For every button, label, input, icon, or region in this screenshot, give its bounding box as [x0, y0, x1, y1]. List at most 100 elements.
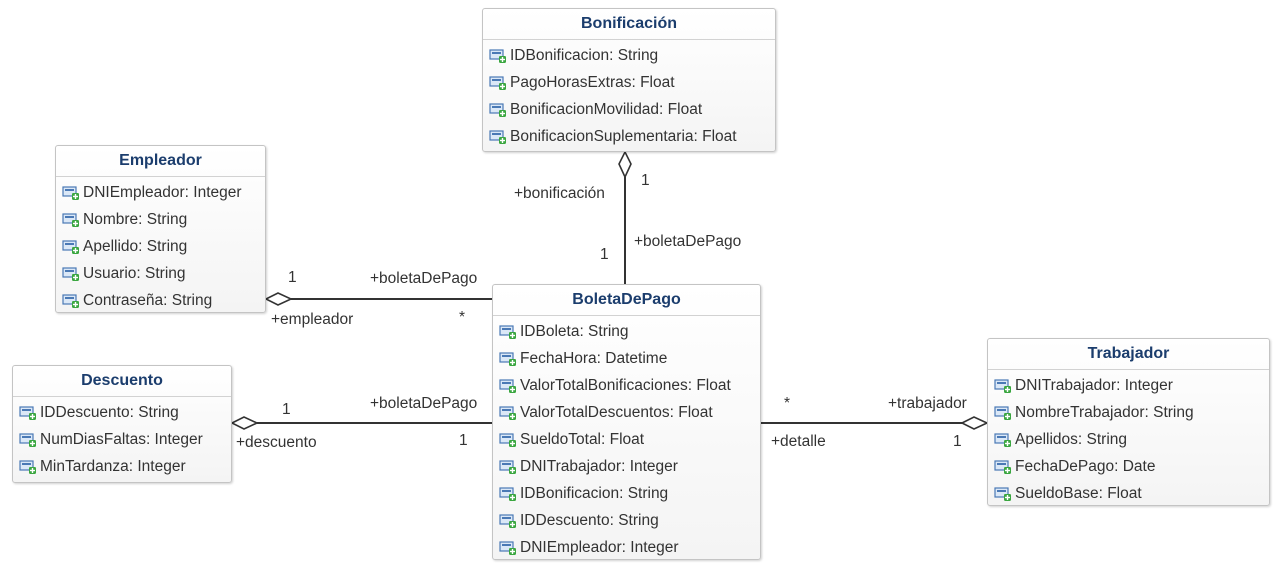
public-attribute-icon [499, 405, 516, 420]
aggregation-diamond [230, 416, 259, 430]
public-attribute-icon [62, 212, 79, 227]
public-attribute-icon [994, 432, 1011, 447]
attribute-row[interactable]: IDDescuento: String [493, 507, 760, 534]
attribute-row[interactable]: Usuario: String [56, 260, 265, 287]
multiplicity-boleta-from-bonificacion: 1 [600, 246, 609, 263]
public-attribute-icon [499, 351, 516, 366]
attribute-row[interactable]: SueldoBase: Float [988, 480, 1269, 507]
attribute-row[interactable]: FechaHora: Datetime [493, 345, 760, 372]
attribute-row[interactable]: IDDescuento: String [13, 399, 231, 426]
attribute-text: Apellido: String [83, 238, 188, 255]
public-attribute-icon [499, 378, 516, 393]
attribute-row[interactable]: PagoHorasExtras: Float [483, 69, 775, 96]
attribute-text: FechaHora: Datetime [520, 350, 668, 367]
aggregation-diamond [264, 292, 293, 306]
attribute-text: FechaDePago: Date [1015, 458, 1156, 475]
attribute-text: Contraseña: String [83, 292, 213, 309]
attribute-row[interactable]: FechaDePago: Date [988, 453, 1269, 480]
public-attribute-icon [489, 48, 506, 63]
attribute-text: Usuario: String [83, 265, 186, 282]
public-attribute-icon [19, 459, 36, 474]
multiplicity-trabajador: 1 [953, 433, 962, 450]
attribute-text: BonificacionSuplementaria: Float [510, 128, 737, 145]
class-title: Trabajador [988, 339, 1269, 370]
attribute-row[interactable]: DNIEmpleador: Integer [493, 534, 760, 561]
role-empleador: +empleador [271, 311, 354, 328]
public-attribute-icon [19, 432, 36, 447]
attribute-text: BonificacionMovilidad: Float [510, 101, 703, 118]
attribute-text: MinTardanza: Integer [40, 458, 186, 475]
attribute-row[interactable]: Contraseña: String [56, 287, 265, 314]
attribute-row[interactable]: DNITrabajador: Integer [493, 453, 760, 480]
attribute-row[interactable]: Nombre: String [56, 206, 265, 233]
attribute-row[interactable]: BonificacionSuplementaria: Float [483, 123, 775, 150]
public-attribute-icon [499, 324, 516, 339]
attribute-row[interactable]: NombreTrabajador: String [988, 399, 1269, 426]
public-attribute-icon [499, 513, 516, 528]
attribute-row[interactable]: Apellidos: String [988, 426, 1269, 453]
public-attribute-icon [62, 266, 79, 281]
public-attribute-icon [62, 185, 79, 200]
multiplicity-bonificacion: 1 [641, 172, 650, 189]
attribute-row[interactable]: SueldoTotal: Float [493, 426, 760, 453]
association-empleador-boleta[interactable] [264, 292, 492, 306]
attribute-row[interactable]: Apellido: String [56, 233, 265, 260]
public-attribute-icon [499, 432, 516, 447]
class-title: BoletaDePago [493, 285, 760, 316]
attribute-text: ValorTotalDescuentos: Float [520, 404, 713, 421]
attribute-text: Nombre: String [83, 211, 188, 228]
attribute-text: PagoHorasExtras: Float [510, 74, 675, 91]
attribute-text: NumDiasFaltas: Integer [40, 431, 203, 448]
attribute-row[interactable]: DNIEmpleador: Integer [56, 179, 265, 206]
attribute-text: Apellidos: String [1015, 431, 1128, 448]
role-trabajador: +trabajador [888, 395, 967, 412]
attribute-text: DNITrabajador: Integer [1015, 377, 1173, 394]
public-attribute-icon [994, 459, 1011, 474]
role-boleta-from-bonificacion: +boletaDePago [634, 233, 742, 250]
public-attribute-icon [994, 405, 1011, 420]
public-attribute-icon [19, 405, 36, 420]
attribute-text: IDBonificacion: String [520, 485, 669, 502]
public-attribute-icon [62, 239, 79, 254]
attribute-text: DNIEmpleador: Integer [83, 184, 242, 201]
public-attribute-icon [499, 486, 516, 501]
class-title: Descuento [13, 366, 231, 397]
attribute-row[interactable]: ValorTotalDescuentos: Float [493, 399, 760, 426]
attribute-row[interactable]: DNITrabajador: Integer [988, 372, 1269, 399]
attribute-text: NombreTrabajador: String [1015, 404, 1194, 421]
association-bonificacion-boleta[interactable] [618, 150, 632, 284]
attribute-row[interactable]: IDBonificacion: String [493, 480, 760, 507]
public-attribute-icon [489, 129, 506, 144]
association-descuento-boleta[interactable] [230, 416, 492, 430]
attribute-row[interactable]: IDBonificacion: String [483, 42, 775, 69]
role-boleta-from-descuento: +boletaDePago [370, 395, 478, 412]
attribute-text: SueldoBase: Float [1015, 485, 1142, 502]
attribute-text: IDBonificacion: String [510, 47, 659, 64]
attribute-text: SueldoTotal: Float [520, 431, 645, 448]
attribute-row[interactable]: IDBoleta: String [493, 318, 760, 345]
attribute-row[interactable]: BonificacionMovilidad: Float [483, 96, 775, 123]
attribute-row[interactable]: MinTardanza: Integer [13, 453, 231, 480]
attribute-row[interactable]: NumDiasFaltas: Integer [13, 426, 231, 453]
aggregation-diamond [618, 150, 632, 179]
attribute-row[interactable]: ValorTotalBonificaciones: Float [493, 372, 760, 399]
association-trabajador-boleta[interactable] [761, 416, 989, 430]
class-title: Empleador [56, 146, 265, 177]
aggregation-diamond [960, 416, 989, 430]
role-descuento: +descuento [236, 434, 317, 451]
class-title: Bonificación [483, 9, 775, 40]
multiplicity-boleta-from-descuento: 1 [459, 432, 468, 449]
role-boleta-from-empleador: +boletaDePago [370, 270, 478, 287]
public-attribute-icon [499, 540, 516, 555]
public-attribute-icon [994, 486, 1011, 501]
